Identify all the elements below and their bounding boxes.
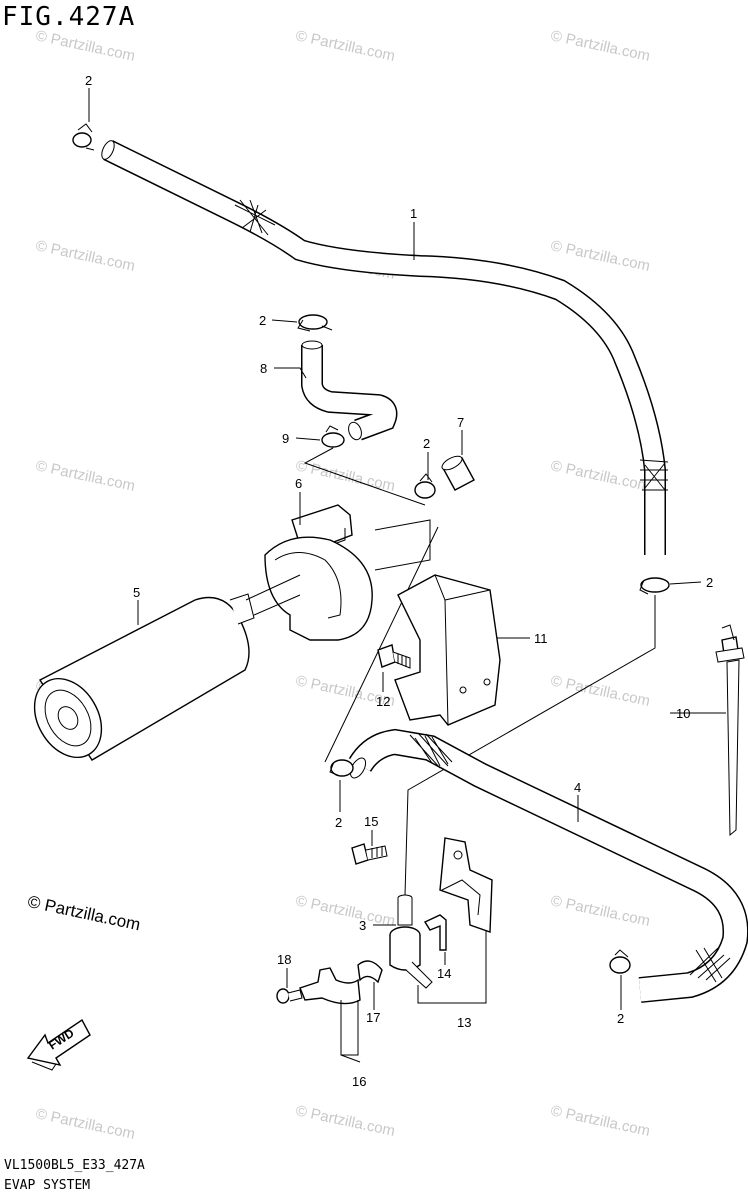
canister-bracket-part-6[interactable]	[264, 504, 431, 641]
callout-6: 6	[295, 476, 302, 491]
hose-clamp-part-2[interactable]	[609, 949, 631, 974]
fwd-direction-badge: FWD	[26, 1018, 91, 1071]
sleeve-part-7[interactable]	[440, 453, 475, 491]
watermark: © Partzilla.com	[34, 457, 136, 495]
cover-part-11[interactable]	[394, 574, 501, 726]
callout-2: 2	[423, 436, 430, 451]
callout-2: 2	[706, 575, 713, 590]
hose-clamp-part-2[interactable]	[639, 577, 670, 595]
watermark: © Partzilla.com	[549, 457, 651, 495]
watermark: © Partzilla.com	[34, 27, 136, 65]
hose-part-1[interactable]	[99, 139, 669, 555]
callout-12: 12	[376, 694, 390, 709]
callout-2: 2	[617, 1011, 624, 1026]
clip-part-14[interactable]	[423, 914, 447, 951]
callout-2: 2	[335, 815, 342, 830]
hose-clamp-part-2[interactable]	[72, 123, 95, 151]
hose-clamp-part-2[interactable]	[329, 759, 354, 777]
callout-4: 4	[574, 780, 581, 795]
tie-strap-part-10[interactable]	[715, 624, 745, 837]
bracket-part-13[interactable]	[439, 837, 493, 933]
callout-8: 8	[260, 361, 267, 376]
callout-17: 17	[366, 1010, 380, 1025]
hose-clamp-part-2[interactable]	[297, 314, 333, 332]
bolt-part-12[interactable]	[377, 644, 411, 669]
hose-clamp-part-2[interactable]	[414, 473, 436, 499]
watermark: © Partzilla.com	[549, 237, 651, 275]
watermark: © Partzilla.com	[34, 237, 136, 275]
hose-part-4-mesh	[409, 732, 731, 983]
valve-part-3[interactable]	[389, 894, 433, 989]
callout-5: 5	[133, 585, 140, 600]
screw-part-18[interactable]	[276, 988, 303, 1004]
hose-part-8[interactable]	[301, 340, 398, 442]
system-name: EVAP SYSTEM	[4, 1178, 91, 1193]
callout-2: 2	[85, 73, 92, 88]
bolt-part-15[interactable]	[351, 843, 388, 865]
callout-14: 14	[437, 966, 451, 981]
hose-clamp-part-9[interactable]	[321, 425, 345, 448]
leader-lines	[88, 88, 726, 1063]
figure-title: FIG.427A	[2, 2, 136, 32]
callout-13: 13	[457, 1015, 471, 1030]
callout-labels: 2 1 2 8 9 2 7 6 2 5 11 12 10 2 4 15 3 14…	[85, 73, 713, 1089]
callout-10: 10	[676, 706, 690, 721]
watermark: © Partzilla.com	[549, 1102, 651, 1140]
callout-9: 9	[282, 431, 289, 446]
watermark: © Partzilla.com	[294, 27, 396, 65]
watermark: © Partzilla.com	[549, 27, 651, 65]
callout-3: 3	[359, 918, 366, 933]
callout-7: 7	[457, 415, 464, 430]
clamp-part-16[interactable]	[299, 967, 361, 1005]
hose-part-4[interactable]	[347, 728, 748, 1003]
diagram-code: VL1500BL5_E33_427A	[4, 1158, 145, 1173]
callout-1: 1	[410, 206, 417, 221]
callout-2: 2	[259, 313, 266, 328]
watermark: © Partzilla.com	[549, 672, 651, 710]
watermark: © Partzilla.com	[549, 892, 651, 930]
callout-16: 16	[352, 1074, 366, 1089]
callout-18: 18	[277, 952, 291, 967]
evap-canister-part-5[interactable]	[21, 574, 301, 769]
callout-15: 15	[364, 814, 378, 829]
connection-lines	[303, 447, 656, 896]
callout-11: 11	[534, 631, 548, 646]
watermark: © Partzilla.com	[34, 1105, 136, 1143]
grommet-part-17[interactable]	[357, 960, 383, 984]
watermark: © Partzilla.com	[294, 1102, 396, 1140]
watermark: © Partzilla.com	[294, 892, 396, 930]
hose-part-1-mesh	[234, 199, 669, 491]
